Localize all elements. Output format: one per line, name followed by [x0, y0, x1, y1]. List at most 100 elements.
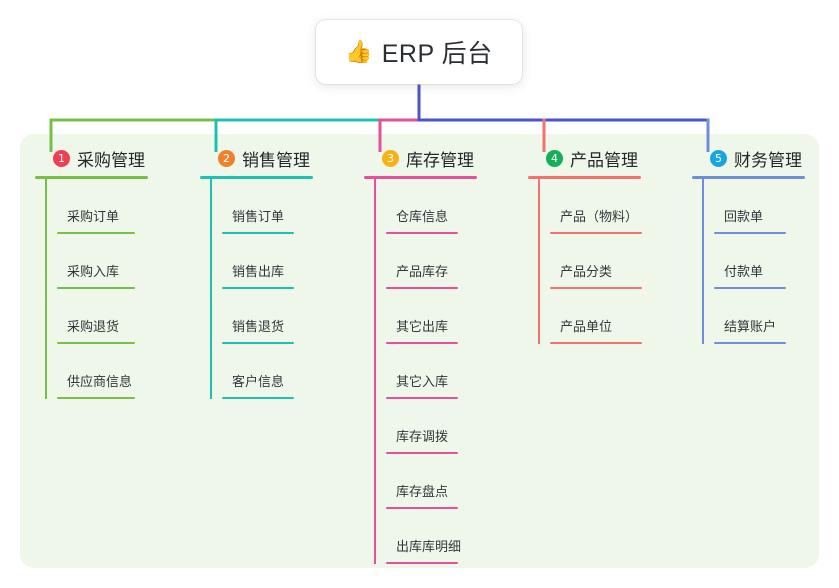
leaf-underline: [386, 507, 458, 509]
leaf-underline: [57, 397, 135, 399]
leaf-underline: [57, 342, 135, 344]
leaf-label: 产品库存: [396, 264, 449, 279]
leaf-underline: [57, 287, 135, 289]
leaf-item[interactable]: 产品单位: [550, 289, 642, 344]
branch-underline-4: [528, 176, 641, 179]
leaf-label: 仓库信息: [396, 209, 449, 224]
leaf-item[interactable]: 销售退货: [222, 289, 313, 344]
leaf-label: 库存盘点: [396, 484, 449, 499]
leaf-label: 结算账户: [724, 319, 777, 334]
leaf-label: 其它入库: [396, 374, 449, 389]
leaf-list-4: 产品（物料） 产品分类产品单位: [528, 179, 642, 344]
leaf-item[interactable]: 仓库信息: [386, 179, 477, 234]
leaf-list-2: 销售订单销售出库销售退货客户信息: [200, 179, 313, 399]
leaf-underline: [550, 232, 642, 234]
branch-title-4: 产品管理: [570, 150, 638, 170]
leaf-label: 其它出库: [396, 319, 449, 334]
branch-column-4: 4 产品管理产品（物料） 产品分类产品单位: [528, 146, 642, 344]
branch-column-5: 5 财务管理回款单付款单结算账户: [692, 146, 805, 344]
leaf-label: 采购入库: [67, 264, 120, 279]
leaf-label: 客户信息: [232, 374, 285, 389]
branch-header-4[interactable]: 4 产品管理: [528, 146, 641, 170]
leaf-underline: [386, 342, 458, 344]
branch-badge-4: 4: [546, 149, 563, 167]
leaf-list-3: 仓库信息产品库存其它出库其它入库库存调拨库存盘点出库库明细: [364, 179, 477, 564]
leaf-underline: [386, 287, 458, 289]
leaf-label: 产品单位: [560, 319, 613, 334]
leaf-item[interactable]: 客户信息: [222, 344, 313, 399]
root-title: ERP 后台: [381, 40, 493, 68]
leaf-spine-1: [45, 179, 47, 399]
leaf-item[interactable]: 供应商信息: [57, 344, 148, 399]
leaf-spine-2: [210, 179, 212, 399]
leaf-spine-4: [538, 179, 540, 344]
leaf-label: 回款单: [724, 209, 764, 224]
branch-title-2: 销售管理: [242, 150, 310, 170]
leaf-label: 付款单: [724, 264, 764, 279]
thumbs-up-icon: 👍: [345, 39, 373, 64]
branch-header-5[interactable]: 5 财务管理: [692, 146, 805, 170]
leaf-underline: [714, 342, 786, 344]
leaf-item[interactable]: 销售出库: [222, 234, 313, 289]
leaf-label: 销售退货: [232, 319, 285, 334]
branch-badge-3: 3: [382, 149, 399, 167]
branch-underline-5: [692, 176, 805, 179]
leaf-item[interactable]: 库存调拨: [386, 399, 477, 454]
branch-underline-2: [200, 176, 313, 179]
leaf-item[interactable]: 付款单: [714, 234, 805, 289]
leaf-item[interactable]: 结算账户: [714, 289, 805, 344]
leaf-spine-3: [374, 179, 376, 564]
leaf-label: 产品（物料）: [560, 209, 639, 224]
leaf-item[interactable]: 产品分类: [550, 234, 642, 289]
branch-underline-1: [35, 176, 148, 179]
leaf-list-1: 采购订单采购入库采购退货供应商信息: [35, 179, 148, 399]
leaf-label: 采购退货: [67, 319, 120, 334]
leaf-item[interactable]: 库存盘点: [386, 454, 477, 509]
leaf-item[interactable]: 其它入库: [386, 344, 477, 399]
branch-underline-3: [364, 176, 477, 179]
leaf-spine-5: [702, 179, 704, 344]
leaf-item[interactable]: 产品（物料）: [550, 179, 642, 234]
leaf-list-5: 回款单付款单结算账户: [692, 179, 805, 344]
leaf-item[interactable]: 采购入库: [57, 234, 148, 289]
leaf-underline: [386, 232, 458, 234]
leaf-label: 采购订单: [67, 209, 120, 224]
branch-column-1: 1 采购管理采购订单采购入库采购退货供应商信息: [35, 146, 148, 399]
leaf-item[interactable]: 回款单: [714, 179, 805, 234]
leaf-item[interactable]: 产品库存: [386, 234, 477, 289]
leaf-item[interactable]: 其它出库: [386, 289, 477, 344]
leaf-underline: [57, 232, 135, 234]
branch-column-3: 3 库存管理仓库信息产品库存其它出库其它入库库存调拨库存盘点出库库明细: [364, 146, 477, 564]
leaf-underline: [386, 562, 458, 564]
leaf-item[interactable]: 采购订单: [57, 179, 148, 234]
leaf-underline: [222, 232, 294, 234]
leaf-underline: [550, 342, 642, 344]
branch-badge-1: 1: [53, 149, 70, 167]
branch-title-5: 财务管理: [734, 150, 802, 170]
leaf-item[interactable]: 销售订单: [222, 179, 313, 234]
leaf-underline: [550, 287, 642, 289]
branch-column-2: 2 销售管理销售订单销售出库销售退货客户信息: [200, 146, 313, 399]
branch-header-3[interactable]: 3 库存管理: [364, 146, 477, 170]
leaf-underline: [386, 397, 458, 399]
leaf-label: 供应商信息: [67, 374, 133, 389]
leaf-item[interactable]: 采购退货: [57, 289, 148, 344]
root-node[interactable]: 👍 ERP 后台: [316, 20, 522, 84]
branch-header-2[interactable]: 2 销售管理: [200, 146, 313, 170]
leaf-underline: [386, 452, 458, 454]
leaf-label: 出库库明细: [396, 539, 462, 554]
branch-title-1: 采购管理: [77, 150, 145, 170]
leaf-underline: [714, 287, 786, 289]
branch-badge-5: 5: [710, 149, 727, 167]
leaf-underline: [714, 232, 786, 234]
branch-header-1[interactable]: 1 采购管理: [35, 146, 148, 170]
leaf-underline: [222, 287, 294, 289]
branch-badge-2: 2: [218, 149, 235, 167]
branches-panel: [20, 134, 819, 568]
leaf-underline: [222, 397, 294, 399]
leaf-label: 销售出库: [232, 264, 285, 279]
leaf-label: 产品分类: [560, 264, 613, 279]
leaf-label: 销售订单: [232, 209, 285, 224]
branch-title-3: 库存管理: [406, 150, 474, 170]
leaf-item[interactable]: 出库库明细: [386, 509, 477, 564]
